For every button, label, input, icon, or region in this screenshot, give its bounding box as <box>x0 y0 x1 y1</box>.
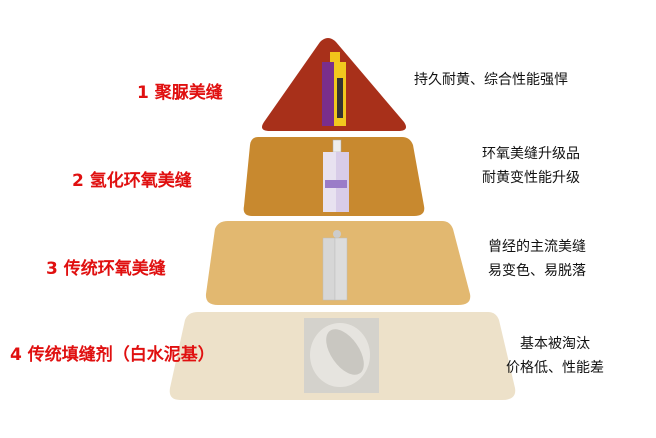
tier-3-description: 曾经的主流美缝 易变色、易脱落 <box>488 235 586 283</box>
tier-4-label: 4 传统填缝剂（白水泥基） <box>10 345 215 365</box>
tier-4-desc-line: 基本被淘汰 <box>520 336 590 352</box>
tier-2-desc-line: 环氧美缝升级品 <box>482 146 580 162</box>
epoxy-cartridge-image <box>322 230 348 301</box>
tier-4-desc-line: 价格低、性能差 <box>506 360 604 376</box>
tier-1-desc-line: 持久耐黄、综合性能强悍 <box>414 72 568 88</box>
tier-3-label: 3 传统环氧美缝 <box>46 259 166 279</box>
hydrogenated-epoxy-cartridge-image <box>323 139 349 212</box>
tier-3-desc-line: 曾经的主流美缝 <box>488 239 586 255</box>
polyurea-cartridge-image <box>322 52 346 126</box>
tier-1-description: 持久耐黄、综合性能强悍 <box>414 68 568 92</box>
tier-2-description: 环氧美缝升级品 耐黄变性能升级 <box>482 142 580 190</box>
tier-2-desc-line: 耐黄变性能升级 <box>482 170 580 186</box>
tier-2-label: 2 氢化环氧美缝 <box>72 171 192 191</box>
tier-1-label: 1 聚脲美缝 <box>137 83 223 103</box>
cement-powder-image <box>304 318 379 393</box>
tier-3-desc-line: 易变色、易脱落 <box>488 263 586 279</box>
tier-4-description: 基本被淘汰 价格低、性能差 <box>506 332 604 380</box>
